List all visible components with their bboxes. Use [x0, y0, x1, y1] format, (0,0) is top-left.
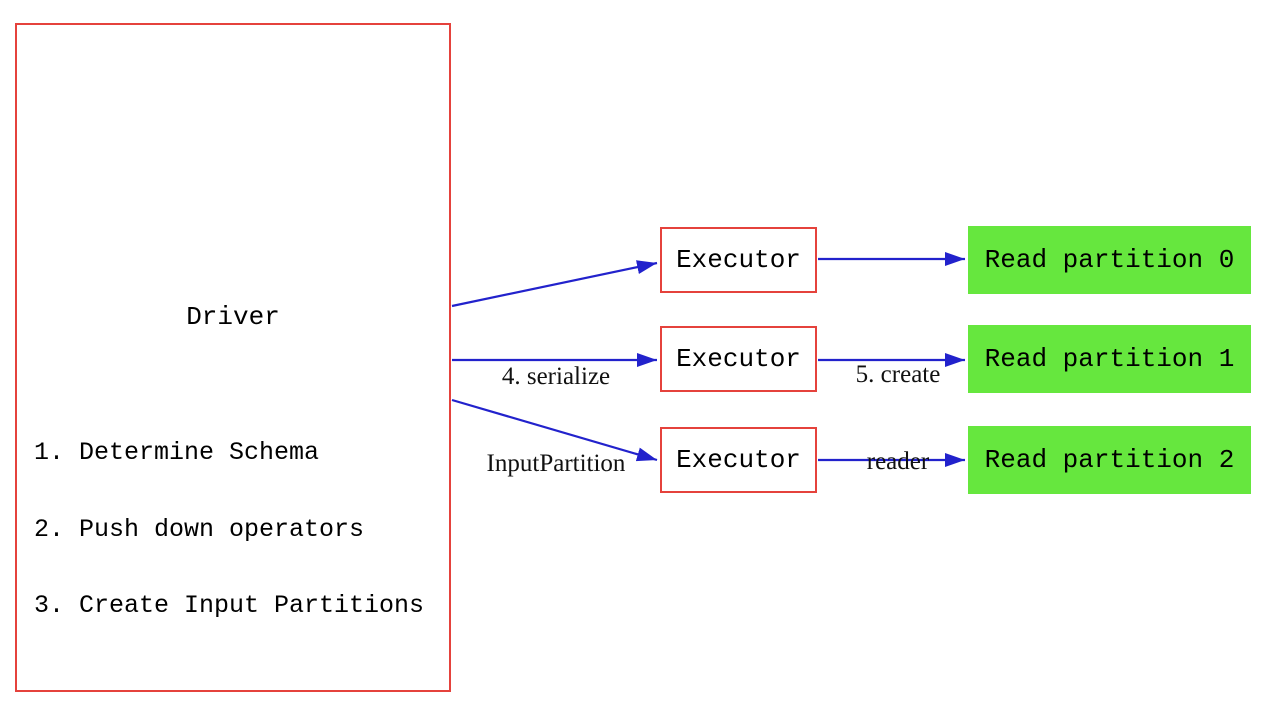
driver-steps-list: 1. Determine Schema 2. Push down operato… [34, 389, 424, 670]
driver-step-2: 2. Push down operators [34, 514, 365, 544]
executor-box-2: Executor [660, 427, 817, 493]
read-partition-box-2: Read partition 2 [968, 426, 1251, 494]
read-partition-label: Read partition 2 [984, 445, 1235, 475]
edge-label-line: 4. serialize [501, 363, 611, 390]
edge-label-serialize-inputpartition: 4. serialize InputPartition [446, 304, 666, 536]
arrow-driver-to-executor-2 [451, 398, 658, 462]
executor-label: Executor [676, 245, 801, 275]
edge-label-line: reader [866, 448, 930, 475]
edge-label-create-reader: 5. create reader [788, 302, 1008, 534]
edge-label-line: 5. create [855, 361, 941, 388]
executor-label: Executor [676, 344, 801, 374]
read-partition-label: Read partition 0 [984, 245, 1235, 275]
edge-label-line: InputPartition [486, 450, 626, 477]
driver-step-1: 1. Determine Schema [34, 438, 320, 467]
read-partition-box-0: Read partition 0 [968, 226, 1251, 294]
driver-step-3: 3. Create Input Partitions [34, 591, 425, 620]
executor-label: Executor [676, 445, 801, 475]
driver-title: Driver [186, 302, 280, 332]
executor-box-1: Executor [660, 326, 817, 392]
driver-box: Driver 1. Determine Schema 2. Push down … [15, 23, 451, 692]
read-partition-box-1: Read partition 1 [968, 325, 1251, 393]
read-partition-label: Read partition 1 [984, 344, 1235, 374]
executor-box-0: Executor [660, 227, 817, 293]
arrow-driver-to-executor-0 [451, 260, 658, 308]
